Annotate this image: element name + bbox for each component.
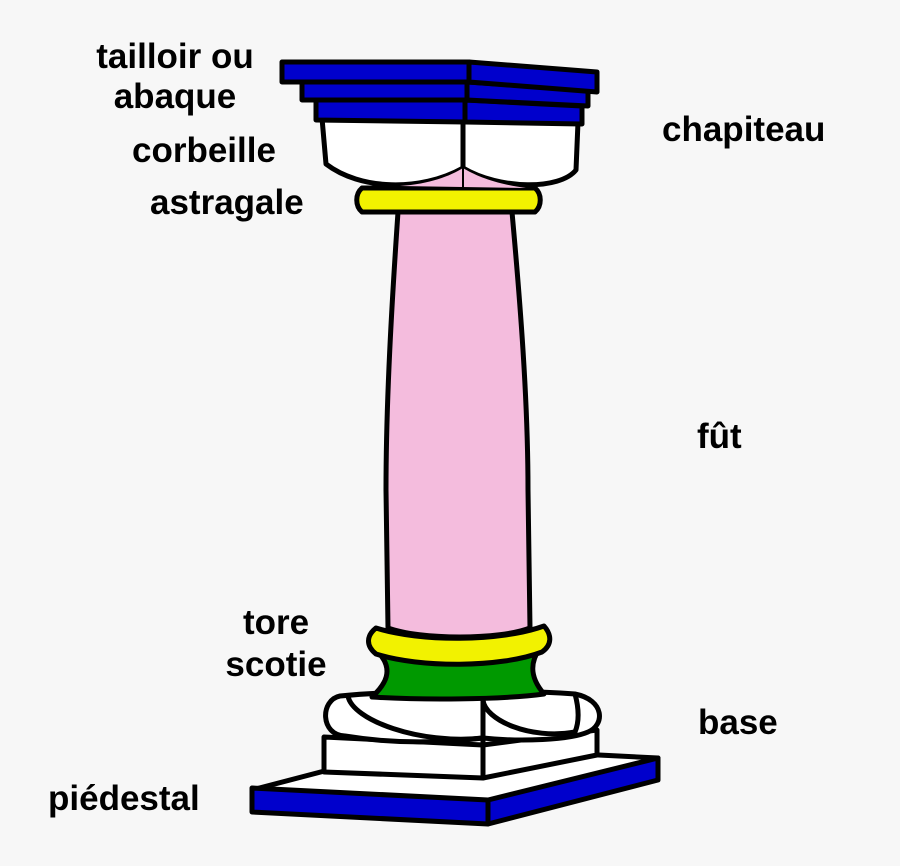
fut	[383, 209, 533, 640]
label-corbeille: corbeille	[132, 131, 276, 170]
pedestal-front-right	[485, 755, 661, 827]
label-astragale: astragale	[150, 183, 304, 222]
astragale	[354, 185, 543, 215]
label-base: base	[698, 703, 778, 742]
label-piedestal: piédestal	[48, 779, 200, 818]
tailloir-layer-1-right	[466, 59, 600, 95]
tailloir-layer-1-left	[279, 59, 472, 85]
tailloir-layer-3-left	[313, 97, 468, 125]
label-abaque: abaque	[113, 77, 237, 116]
label-chapiteau: chapiteau	[662, 110, 826, 149]
label-tailloir: tailloir ou	[96, 37, 254, 76]
label-tore: tore	[242, 603, 310, 642]
tailloir-layer-2-left	[299, 79, 470, 103]
label-fut: fût	[697, 417, 742, 456]
label-scotie: scotie	[225, 645, 327, 684]
